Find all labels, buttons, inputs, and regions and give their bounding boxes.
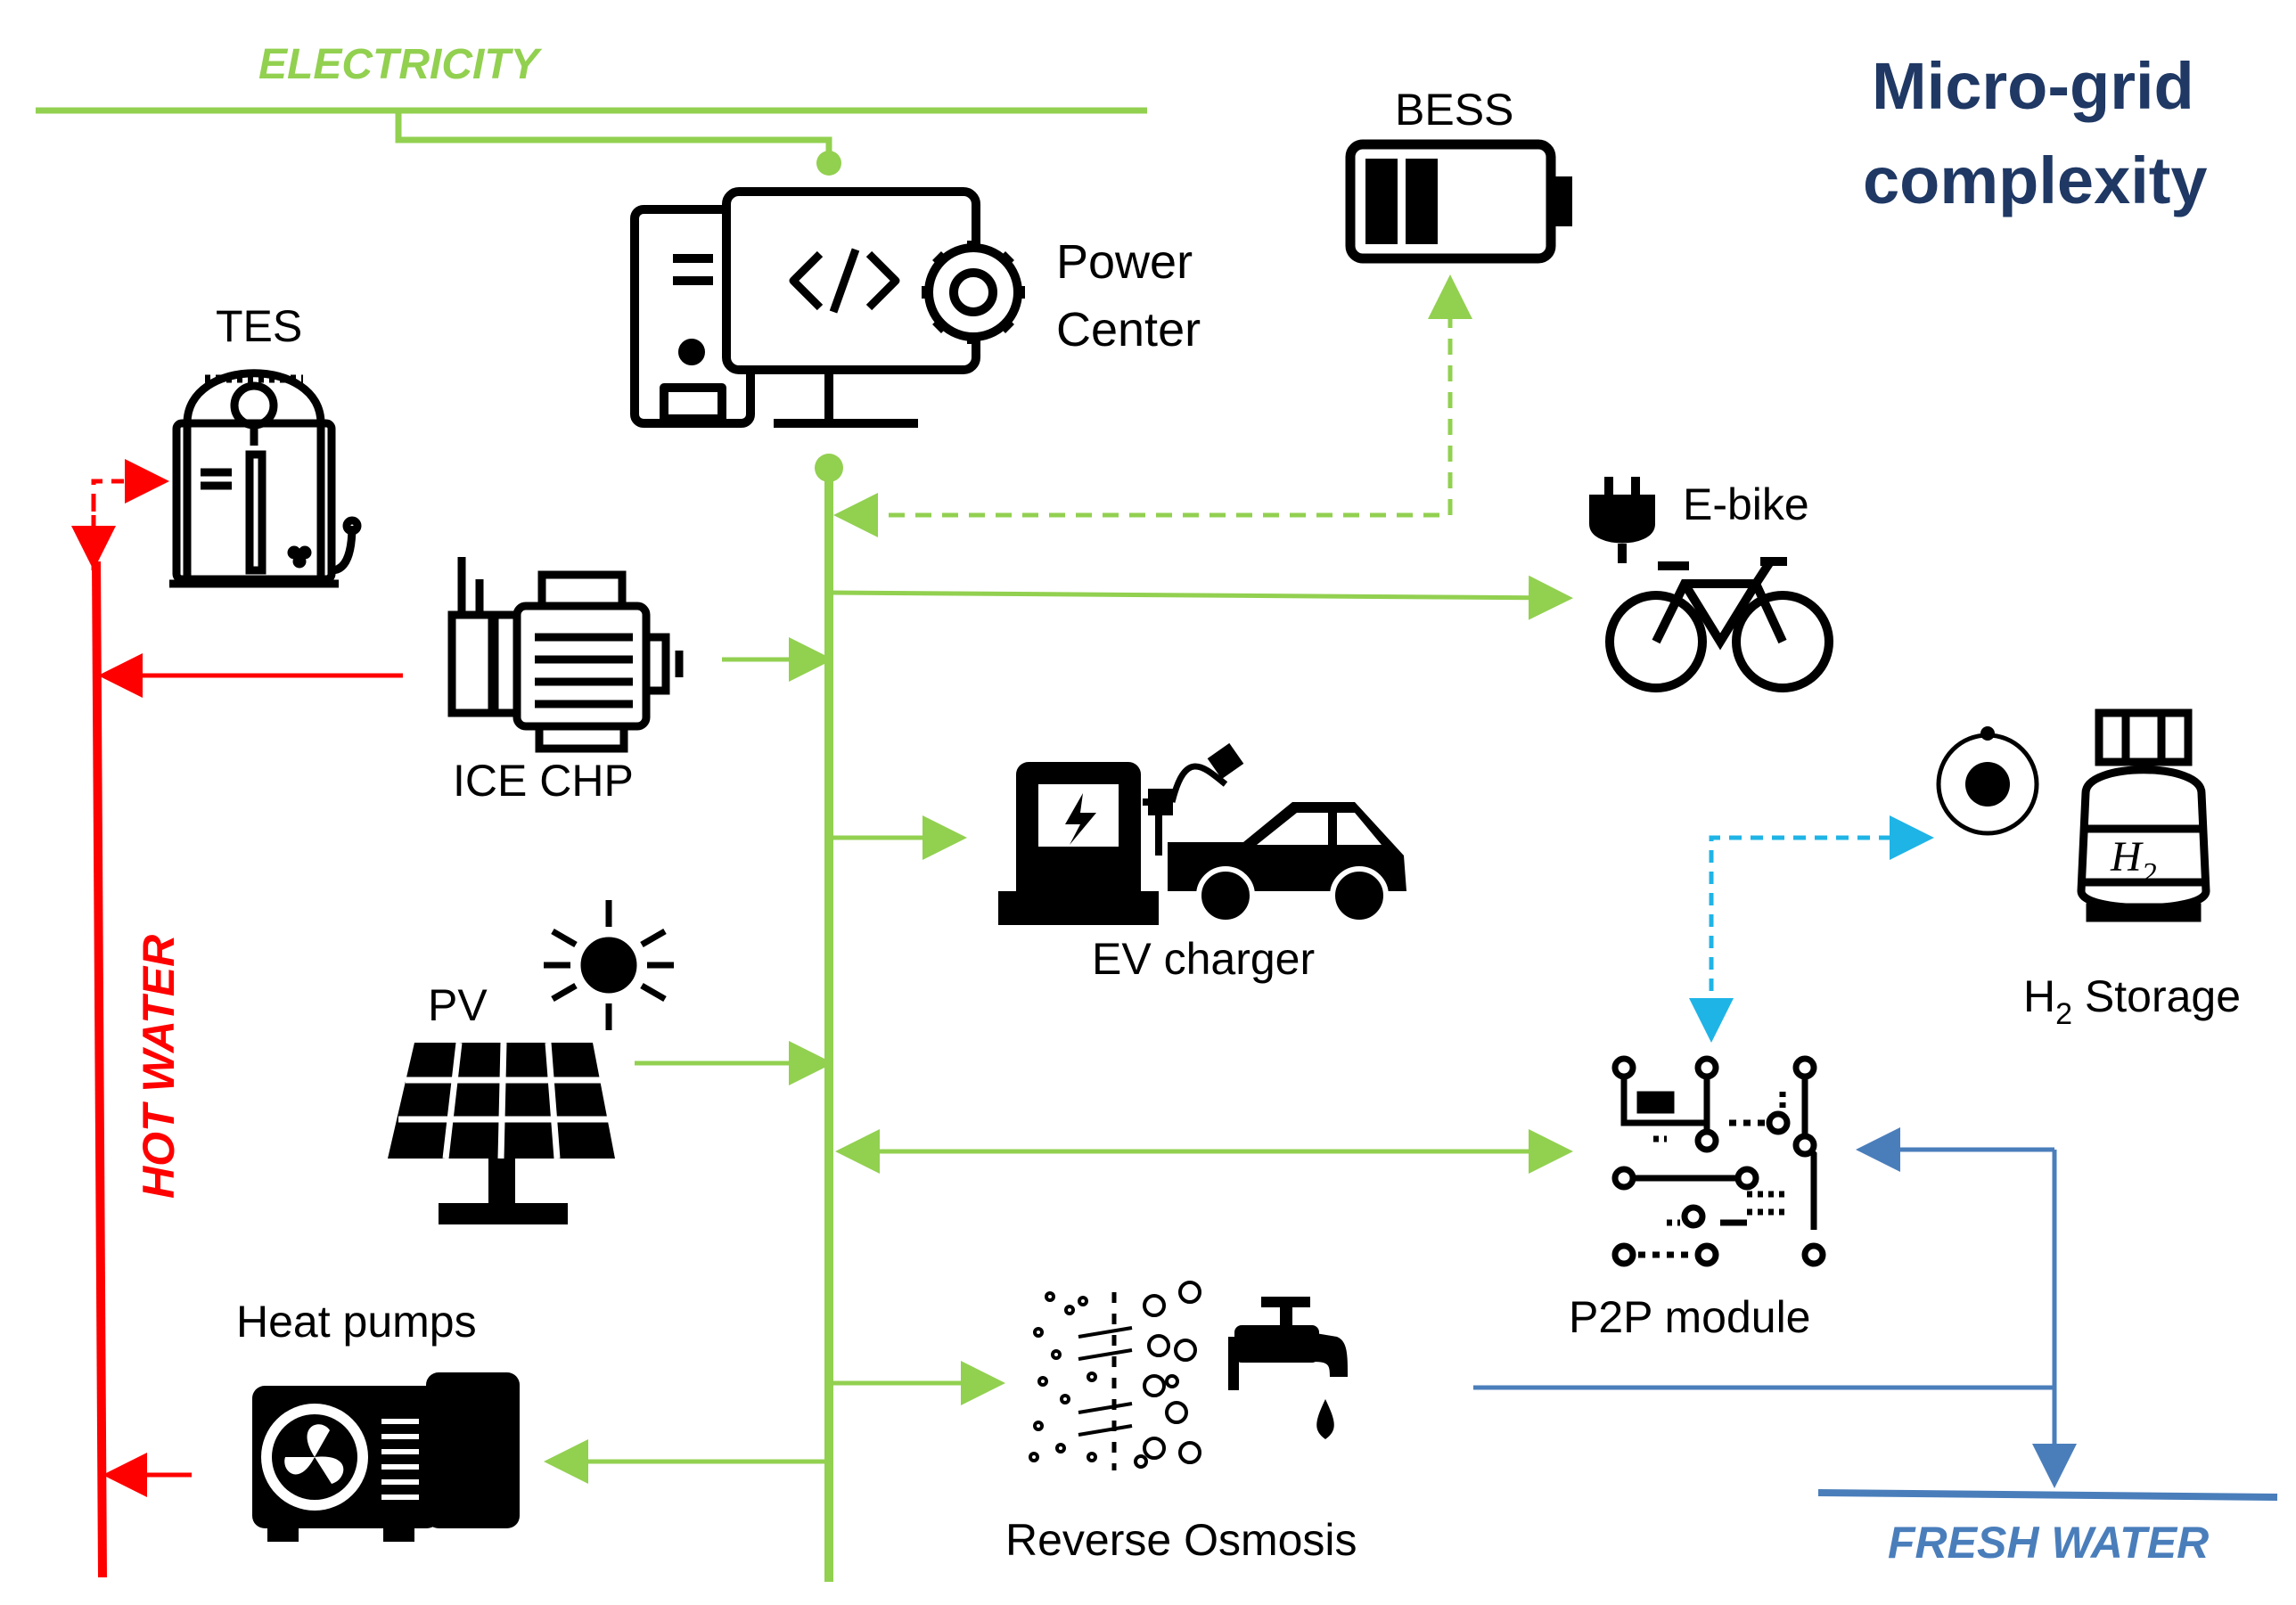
power-center-label-1: Power	[1056, 235, 1193, 289]
power-center-label-2: Center	[1056, 303, 1201, 356]
engine-chp-icon	[447, 557, 684, 753]
hot-water-lines	[71, 459, 403, 1578]
heat-pumps-label: Heat pumps	[236, 1297, 477, 1347]
hot-water-label: HOT WATER	[134, 935, 184, 1199]
ebike-icon	[1589, 477, 1833, 692]
water-tap-icon	[1228, 1297, 1348, 1439]
p2p-module-label: P2P module	[1569, 1292, 1810, 1342]
h2-storage-label: H2 Storage	[2023, 971, 2241, 1031]
tes-label: TES	[216, 301, 302, 351]
h2-sensor-icon	[1936, 726, 2039, 836]
h2-tank-icon	[2077, 708, 2210, 922]
ev-charger-label: EV charger	[1092, 934, 1315, 984]
sun-icon	[544, 900, 674, 1030]
electricity-label: ELECTRICITY	[258, 41, 543, 88]
page-title-line2: complexity	[1863, 143, 2208, 217]
bess-label: BESS	[1395, 85, 1513, 135]
battery-icon	[1345, 139, 1572, 264]
solar-panel-icon	[388, 1042, 615, 1224]
h2-tank-text: H2	[2110, 833, 2157, 890]
page-title-line1: Micro-grid	[1872, 49, 2194, 123]
p2p-module-icon	[1611, 1055, 1826, 1267]
heat-pump-icon	[252, 1372, 520, 1542]
thermal-storage-icon	[169, 369, 362, 588]
electricity-lines	[36, 107, 1573, 1582]
power-center-icon	[630, 187, 1025, 428]
ebike-label: E-bike	[1683, 479, 1809, 529]
ice-chp-label: ICE CHP	[453, 756, 634, 806]
osmosis-membrane-icon	[1029, 1281, 1201, 1470]
ev-charger-icon	[998, 742, 1406, 925]
pv-label: PV	[428, 980, 488, 1030]
fresh-water-lines	[1473, 1127, 2278, 1501]
hydrogen-lines	[1689, 815, 1934, 1043]
fresh-water-label: FRESH WATER	[1888, 1518, 2209, 1568]
reverse-osmosis-label: Reverse Osmosis	[1005, 1515, 1357, 1565]
